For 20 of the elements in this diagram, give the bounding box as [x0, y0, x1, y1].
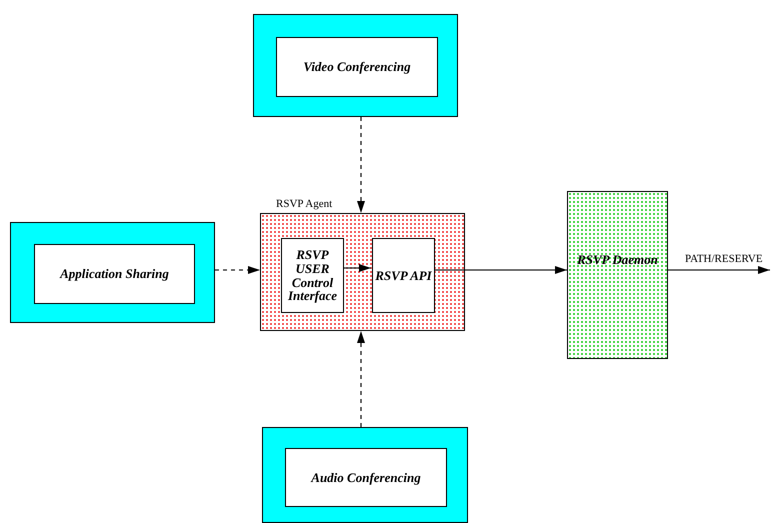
- arrow: [357, 331, 365, 427]
- arrow: [668, 266, 770, 274]
- component-box: [281, 238, 344, 313]
- node-label: RSVP Daemon: [577, 253, 658, 270]
- node-label: Application Sharing: [60, 267, 169, 281]
- application-box: [262, 427, 468, 523]
- node-label: RSVP USER Control Interface: [286, 248, 338, 303]
- arrow: [357, 117, 365, 213]
- arrow: [343, 264, 371, 272]
- application-box: [253, 14, 458, 117]
- application-box: [10, 222, 215, 323]
- arrow: [215, 266, 260, 274]
- component-box: [372, 238, 435, 313]
- node-label: Video Conferencing: [303, 60, 411, 74]
- node-label: RSVP API: [374, 268, 433, 282]
- node-label: Audio Conferencing: [311, 470, 421, 484]
- arrow: [434, 266, 567, 274]
- group-heading: RSVP Agent: [276, 198, 332, 210]
- edge-label: PATH/RESERVE: [684, 253, 764, 265]
- daemon-box: [567, 191, 668, 359]
